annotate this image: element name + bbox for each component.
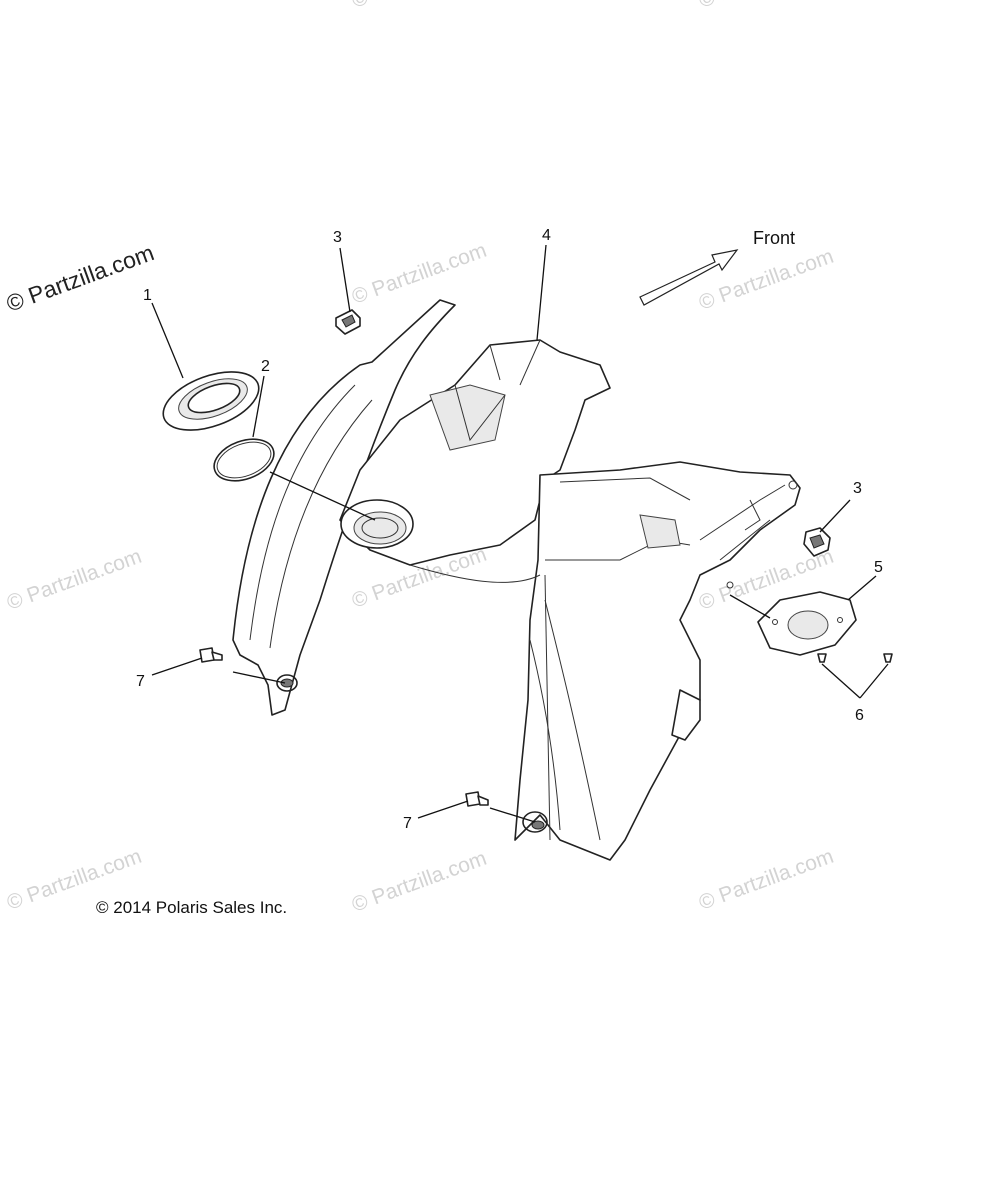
callout-4: 4 — [542, 227, 551, 244]
watermark-main: © Partzilla.com — [3, 239, 158, 316]
clip-nut-icon — [335, 309, 361, 335]
watermark-top-edge-1: © Partzilla.com — [349, 0, 490, 13]
callout-7-left: 7 — [136, 673, 145, 690]
push-rivet-icon — [199, 647, 223, 663]
front-label: Front — [753, 228, 796, 248]
callout-5: 5 — [874, 559, 883, 576]
callout-7-lower: 7 — [403, 815, 412, 832]
main-shroud — [232, 299, 801, 861]
clip-nut-icon-right — [803, 527, 831, 557]
callout-3-top: 3 — [333, 229, 342, 246]
front-arrow-icon — [639, 249, 739, 306]
copyright-notice: © 2014 Polaris Sales Inc. — [96, 898, 288, 917]
callout-3-right: 3 — [853, 480, 862, 497]
cover-plate-icon — [757, 591, 857, 656]
leader-lines — [151, 244, 889, 823]
watermark-bottom-right: © Partzilla.com — [696, 845, 837, 915]
watermark-bottom-center: © Partzilla.com — [349, 847, 490, 917]
callout-6: 6 — [855, 707, 864, 724]
fuel-cap-ring-icon — [162, 371, 260, 431]
watermark-top-center: © Partzilla.com — [349, 239, 490, 309]
screw-icon — [817, 653, 893, 663]
callout-2: 2 — [261, 358, 270, 375]
push-rivet-icon-lower — [465, 791, 489, 807]
watermark-mid-left: © Partzilla.com — [4, 545, 145, 615]
o-ring-icon — [213, 438, 275, 482]
callout-1: 1 — [143, 287, 152, 304]
callout-numbers: 1 2 3 4 3 5 6 7 7 — [136, 227, 883, 832]
watermark-top-edge-2: © Partzilla.com — [696, 0, 837, 13]
